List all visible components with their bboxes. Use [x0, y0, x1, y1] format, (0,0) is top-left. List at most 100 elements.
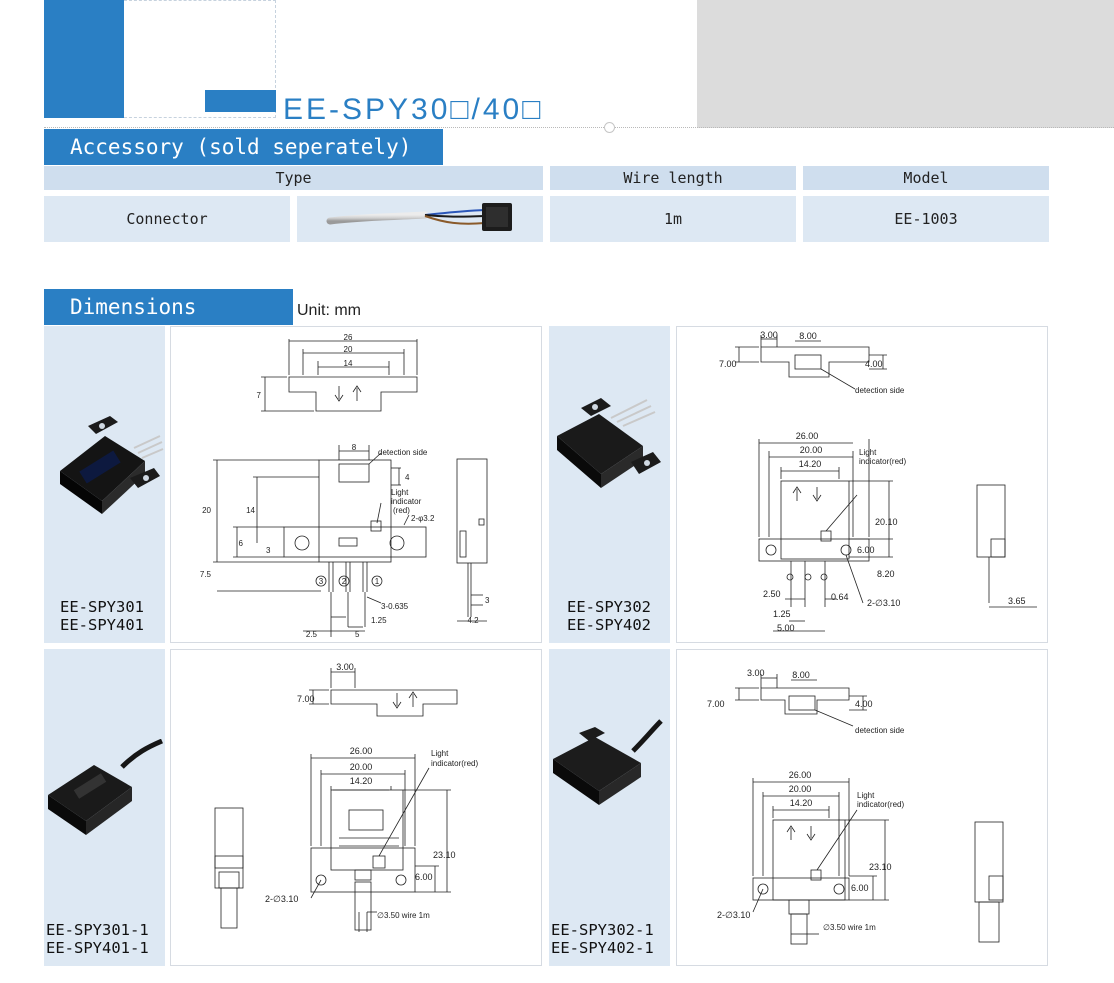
dim-6-00: 6.00 [415, 872, 433, 882]
dim-4-00: 4.00 [855, 699, 873, 709]
hole-label: 2-∅3.10 [717, 910, 750, 920]
model-label-1a: EE-SPY301 [60, 598, 144, 616]
accessory-header-type: Type [44, 166, 543, 190]
detection-side-label: detection side [855, 726, 905, 735]
dim-h20: 20 [202, 506, 211, 515]
model-cell-spy301: EE-SPY301 EE-SPY401 [44, 326, 165, 643]
dim-26: 26 [344, 333, 353, 342]
accessory-header-wire-length: Wire length [550, 166, 796, 190]
dimension-drawing-spy301-1: 3.00 7.00 Light indicator(red) 26.00 20.… [170, 649, 542, 966]
model-cell-spy302-1: EE-SPY302-1 EE-SPY402-1 [549, 649, 670, 966]
sensor-photo [60, 416, 164, 514]
dim-4-2: 4.2 [467, 616, 479, 625]
dim-26-00: 26.00 [796, 431, 819, 441]
dimensions-unit: Unit: mm [297, 302, 361, 319]
dim-7-5: 7.5 [200, 570, 212, 579]
sensor-photo [557, 398, 661, 488]
dim-6: 6 [239, 539, 244, 548]
dim-4-00: 4.00 [865, 359, 883, 369]
light-label-1: Light [431, 749, 449, 758]
model-label-4b: EE-SPY402-1 [551, 939, 654, 957]
pin-1-label: 1 [375, 577, 380, 586]
header-divider-dot [604, 122, 615, 133]
header-divider [44, 127, 1114, 128]
dimensions-section-title: Dimensions [44, 289, 293, 325]
light-label-2: indicator(red) [431, 759, 478, 768]
dim-23-10: 23.10 [433, 850, 456, 860]
dim-3-00: 3.00 [747, 668, 765, 678]
connector-cable-image [326, 203, 512, 231]
light-label-3: (red) [393, 506, 410, 515]
dim-20-00: 20.00 [800, 445, 823, 455]
light-label-1: Light [859, 448, 877, 457]
light-label-2: indicator [391, 497, 422, 506]
dim-7-00: 7.00 [297, 694, 315, 704]
pin-3-label: 3 [319, 577, 324, 586]
dim-6-00: 6.00 [851, 883, 869, 893]
dim-6-00: 6.00 [857, 545, 875, 555]
accessory-cell-model: EE-1003 [803, 196, 1049, 242]
dim-14-20: 14.20 [350, 776, 373, 786]
dim-26-00: 26.00 [350, 746, 373, 756]
dim-3-00: 3.00 [760, 330, 778, 340]
wire-label: ∅3.50 wire 1m [823, 923, 876, 932]
model-cell-spy301-1: EE-SPY301-1 EE-SPY401-1 [44, 649, 165, 966]
dim-8-00: 8.00 [799, 331, 817, 341]
dim-2-5: 2.5 [306, 630, 318, 639]
dim-14-20: 14.20 [799, 459, 822, 469]
dim-14: 14 [344, 359, 353, 368]
model-label-3a: EE-SPY301-1 [46, 921, 149, 939]
light-label-2: indicator(red) [859, 457, 906, 466]
dim-3: 3 [266, 546, 271, 555]
light-label-1: Light [391, 488, 409, 497]
header-dashed-box [124, 0, 276, 118]
dim-20-00: 20.00 [350, 762, 373, 772]
model-label-2a: EE-SPY302 [567, 598, 651, 616]
header-blue-bar [205, 90, 276, 112]
dim-8-00: 8.00 [792, 670, 810, 680]
model-label-3b: EE-SPY401-1 [46, 939, 149, 957]
dim-7-00: 7.00 [719, 359, 737, 369]
detection-side-label: detection side [855, 386, 905, 395]
dimension-drawing-spy301: 26 20 14 7 8 detection side 4 20 14 Ligh… [170, 326, 542, 643]
dim-7-00: 7.00 [707, 699, 725, 709]
dimension-drawing-spy302: 3.00 8.00 7.00 4.00 detection side 26.00… [676, 326, 1048, 643]
detection-side-label: detection side [378, 448, 428, 457]
dim-7: 7 [257, 391, 262, 400]
dim-1-25: 1.25 [371, 616, 387, 625]
dim-5-00: 5.00 [777, 623, 795, 633]
sensor-photo [553, 719, 663, 805]
dimension-drawing-spy302-1: 3.00 8.00 7.00 4.00 detection side 26.00… [676, 649, 1048, 966]
page-title: EE-SPY30□/40□ [283, 93, 544, 126]
model-label-1b: EE-SPY401 [60, 616, 144, 634]
pin-2-label: 2 [342, 577, 347, 586]
dim-3-65: 3.65 [1008, 596, 1026, 606]
hole-label: 2-∅3.10 [867, 598, 900, 608]
model-label-2b: EE-SPY402 [567, 616, 651, 634]
header-blue-block [44, 0, 124, 118]
dim-5: 5 [355, 630, 360, 639]
dim-23-10: 23.10 [869, 862, 892, 872]
light-label-2: indicator(red) [857, 800, 904, 809]
hole-label: 2-φ3.2 [411, 514, 435, 523]
accessory-cell-type: Connector [44, 196, 290, 242]
dim-20: 20 [344, 345, 353, 354]
accessory-cell-wire-length: 1m [550, 196, 796, 242]
dim-0-64: 0.64 [831, 592, 849, 602]
dim-4: 4 [405, 473, 410, 482]
dim-h14: 14 [246, 506, 255, 515]
dim-8: 8 [352, 443, 357, 452]
hole-label: 2-∅3.10 [265, 894, 298, 904]
sensor-photo [48, 739, 163, 835]
accessory-cell-image [297, 196, 543, 242]
model-label-4a: EE-SPY302-1 [551, 921, 654, 939]
dim-2-50: 2.50 [763, 589, 781, 599]
dim-side-3: 3 [485, 596, 490, 605]
dim-8-20: 8.20 [877, 569, 895, 579]
model-cell-spy302: EE-SPY302 EE-SPY402 [549, 326, 670, 643]
dim-26-00: 26.00 [789, 770, 812, 780]
accessory-section-title: Accessory (sold seperately) [44, 129, 443, 165]
dim-20-10: 20.10 [875, 517, 898, 527]
dim-1-25: 1.25 [773, 609, 791, 619]
dim-20-00: 20.00 [789, 784, 812, 794]
